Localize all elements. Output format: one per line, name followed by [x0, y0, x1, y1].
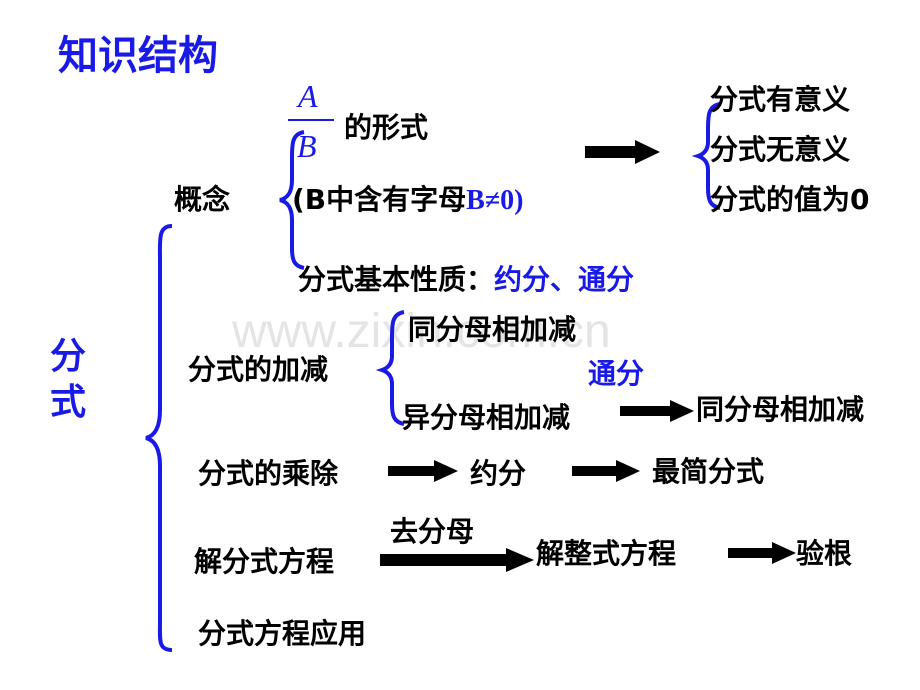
result-brace — [691, 102, 721, 210]
addsub-diff: 异分母相加减 — [402, 401, 571, 434]
property-label: 分式基本性质： — [298, 263, 495, 296]
equation-step1: 解整式方程 — [536, 537, 677, 570]
addsub-result: 同分母相加减 — [696, 393, 865, 426]
property-text: 分式基本性质：约分、通分 — [298, 266, 634, 294]
arrow-equation-1 — [506, 548, 534, 572]
muldiv-step1: 约分 — [470, 457, 527, 490]
addsub-same: 同分母相加减 — [408, 313, 577, 346]
application-label: 分式方程应用 — [198, 617, 367, 650]
condition-text: (B中含有字母B≠0) — [292, 186, 524, 215]
result-item-1: 分式有意义 — [710, 83, 851, 116]
addsub-via: 通分 — [588, 357, 645, 390]
equation-label: 解分式方程 — [194, 545, 335, 578]
form-text: 的形式 — [344, 111, 429, 144]
result-item-3: 分式的值为0 — [710, 183, 870, 216]
addsub-label: 分式的加减 — [188, 353, 329, 386]
muldiv-step2: 最简分式 — [652, 455, 765, 488]
result-item-2: 分式无意义 — [710, 133, 851, 166]
fraction-denominator: B — [297, 128, 317, 164]
arrow-muldiv-2 — [616, 460, 640, 482]
concept-label: 概念 — [174, 183, 231, 216]
equation-step-over: 去分母 — [390, 515, 475, 548]
condition-blue: B≠0) — [466, 185, 524, 216]
page-title: 知识结构 — [58, 33, 218, 79]
arrow-addsub — [670, 400, 694, 422]
property-value: 约分、通分 — [494, 263, 635, 296]
root-label: 分式 — [50, 336, 87, 423]
fraction-numerator: A — [298, 78, 318, 114]
arrow-equation-2 — [772, 542, 796, 564]
addsub-brace — [375, 310, 405, 426]
arrow-concept — [635, 140, 660, 164]
equation-step2: 验根 — [796, 537, 853, 570]
condition-prefix: (B中含有字母 — [292, 183, 467, 216]
arrow-muldiv-1 — [434, 460, 458, 482]
watermark: www.zixin.com.cn — [232, 305, 611, 358]
concept-brace — [279, 130, 305, 270]
muldiv-label: 分式的乘除 — [198, 457, 339, 490]
main-brace — [145, 224, 173, 652]
